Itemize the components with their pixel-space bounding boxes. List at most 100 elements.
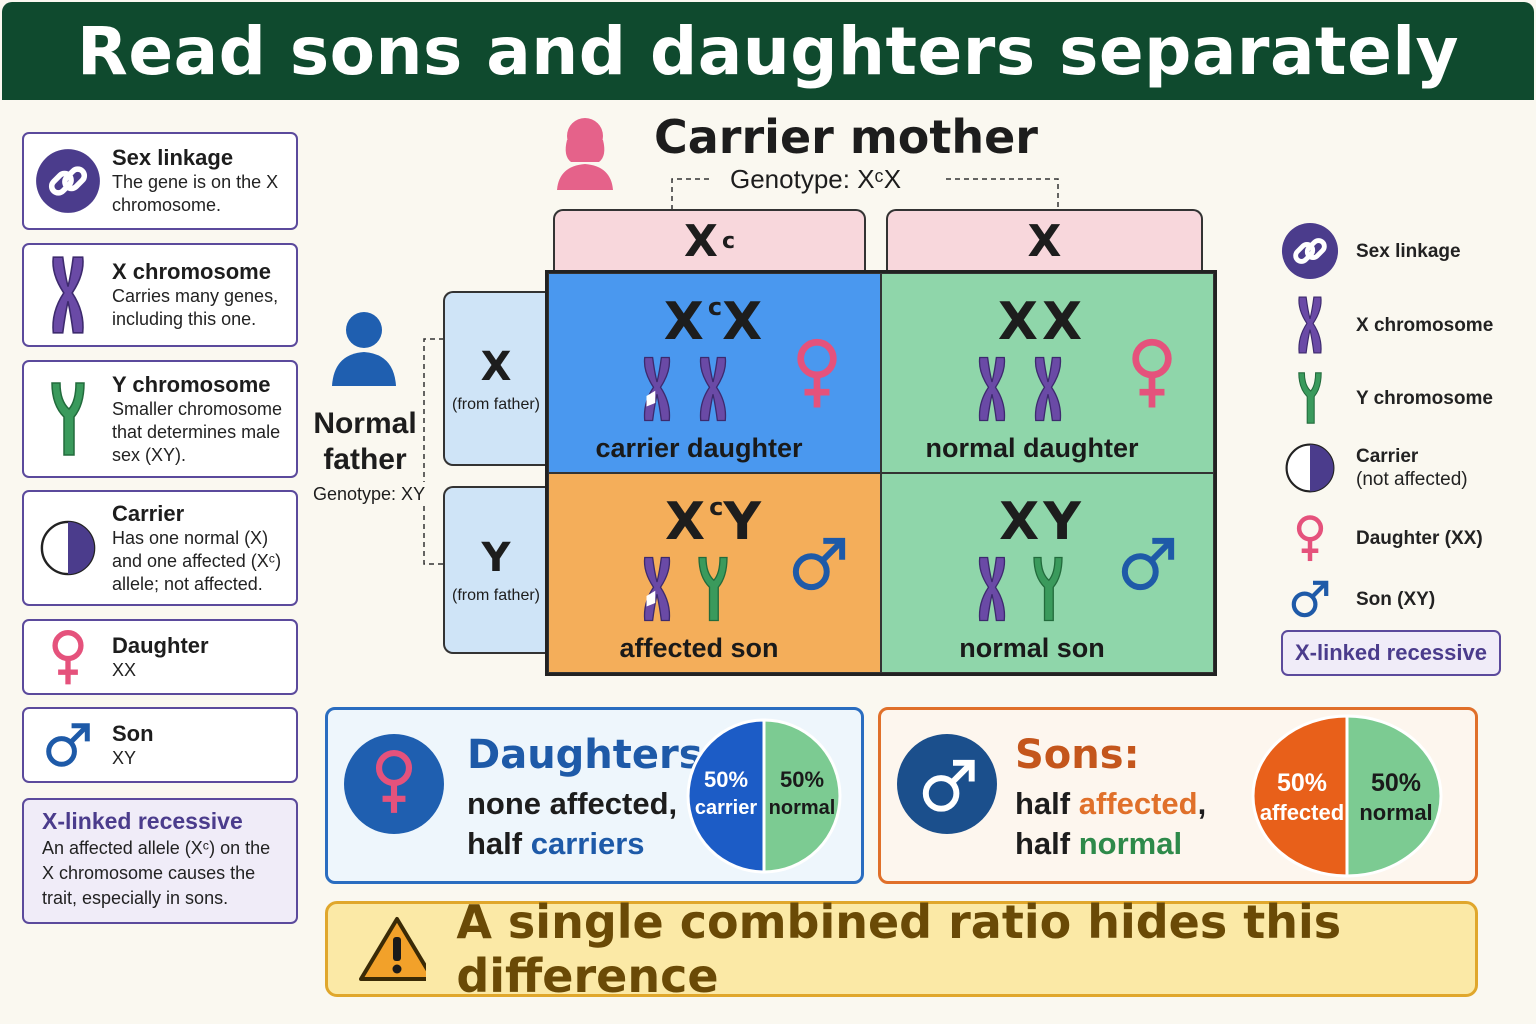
cell-chromosomes <box>637 354 733 429</box>
xlinked-title: X-linked recessive <box>42 808 243 834</box>
cell-genotype: XX <box>997 292 1087 352</box>
male-symbol-icon <box>43 720 93 770</box>
daughters-line1: none affected, <box>467 786 678 821</box>
x-chromosome-icon <box>972 354 1012 424</box>
legend-desc: XX <box>112 659 137 680</box>
x-chromosome-icon <box>1291 294 1329 356</box>
male-symbol-icon <box>1118 534 1178 594</box>
warning-icon <box>359 917 427 981</box>
right-legend-text: Son (XY) <box>1356 588 1436 610</box>
right-legend-item: X chromosome <box>1280 294 1493 356</box>
allele-letter: X <box>684 215 718 267</box>
sons-summary: Sons: half affected, half normal 50%affe… <box>878 707 1478 884</box>
pie-slice-normal <box>762 718 842 874</box>
allele-note: (from father) <box>451 587 540 604</box>
y-chromosome-icon <box>1292 370 1328 426</box>
legend-desc: XY <box>112 747 137 768</box>
daughters-heading: Daughters: <box>467 732 719 778</box>
right-legend-item: Y chromosome <box>1280 370 1493 426</box>
father-allele-y: Y (from father) <box>443 486 547 654</box>
right-legend-item: Carrier (not affected) <box>1280 442 1468 494</box>
cell-label: carrier daughter <box>595 433 803 463</box>
pie-label-normal: 50%normal <box>768 767 836 819</box>
mother-genotype: Genotype: XᶜX <box>730 164 902 194</box>
sons-line2: half normal <box>1015 826 1183 861</box>
right-legend-subtext: (not affected) <box>1356 469 1468 490</box>
daughters-line2: half carriers <box>467 826 645 861</box>
female-symbol-icon <box>793 334 841 412</box>
cell-normal-son: XY normal son <box>881 473 1214 673</box>
allele-note: (from father) <box>451 395 540 413</box>
cell-chromosomes <box>972 354 1068 429</box>
legend-desc: Carries many genes, including this one. <box>112 286 279 329</box>
legend-desc: The gene is on the X chromosome. <box>112 172 279 215</box>
right-legend-item: Daughter (XX) <box>1280 512 1483 564</box>
allele-letter: X <box>480 343 512 390</box>
right-legend-item: Son (XY) <box>1280 578 1435 620</box>
mother-allele-x: X <box>886 209 1203 271</box>
daughters-summary: Daughters: none affected, half carriers … <box>325 707 864 884</box>
cell-label: affected son <box>619 633 779 663</box>
xlinked-desc: An affected allele (Xᶜ) on the X chromos… <box>42 838 271 908</box>
half-circle-icon <box>39 519 97 577</box>
sons-pie <box>1251 714 1443 878</box>
sons-heading: Sons: <box>1015 732 1140 778</box>
legend-title: Y chromosome <box>112 371 271 397</box>
punnett-square: XcX carrier daughter XX normal daughter … <box>545 270 1217 676</box>
y-chromosome-icon <box>1028 554 1068 624</box>
cell-chromosomes <box>972 554 1068 629</box>
cell-genotype: XY <box>999 492 1085 552</box>
warning-text: A single combined ratio hides this diffe… <box>456 895 1342 1003</box>
x-chromosome-icon <box>972 554 1012 624</box>
cell-chromosomes <box>637 554 733 629</box>
father-icon <box>332 312 396 386</box>
daughters-pie <box>686 718 842 874</box>
title-banner: Read sons and daughters separately <box>2 2 1534 100</box>
female-badge-icon <box>344 734 444 834</box>
cell-label: normal daughter <box>925 433 1139 463</box>
father-genotype: Genotype: XY <box>313 484 426 504</box>
x-chromosome-icon <box>1028 354 1068 424</box>
page-title: Read sons and daughters separately <box>77 12 1459 90</box>
father-bracket <box>423 338 444 565</box>
legend-title: Carrier <box>112 500 185 526</box>
father-allele-x: X (from father) <box>443 291 547 466</box>
mother-bracket <box>671 178 1059 210</box>
mother-title: Carrier mother <box>654 110 1038 164</box>
male-symbol-icon <box>789 534 849 594</box>
y-chromosome-icon <box>693 554 733 624</box>
y-chromosome-icon <box>46 379 90 459</box>
allele-letter: Y <box>481 535 511 581</box>
legend-title: Daughter <box>112 632 209 658</box>
right-legend-text: Daughter (XX) <box>1356 527 1483 549</box>
legend-title: X chromosome <box>112 259 271 284</box>
male-badge-icon <box>897 734 997 834</box>
cell-normal-daughter: XX normal daughter <box>881 273 1214 473</box>
cell-carrier-daughter: XcX carrier daughter <box>548 273 881 473</box>
cell-affected-son: XcY affected son <box>548 473 881 673</box>
legend-title: Son <box>112 720 154 746</box>
male-symbol-icon <box>1289 578 1331 620</box>
father-title: Normal father <box>308 406 422 478</box>
right-legend-item: Sex linkage <box>1280 222 1461 280</box>
cell-genotype: XcX <box>663 292 767 352</box>
right-legend-text: X chromosome <box>1356 314 1494 336</box>
female-symbol-icon <box>1128 334 1176 412</box>
pie-label-affected: 50%affected <box>1259 769 1345 825</box>
x-chromosome-icon <box>693 354 733 424</box>
legend-desc: Smaller chromosome that determines male … <box>112 398 283 465</box>
cell-genotype: XcY <box>665 492 765 552</box>
link-icon <box>35 148 101 214</box>
x-chromosome-icon <box>45 253 91 337</box>
x-chromosome-affected-icon <box>637 554 677 624</box>
half-circle-icon <box>1284 442 1336 494</box>
right-legend-text: Y chromosome <box>1356 387 1493 409</box>
legend-card-xlinked-recessive: X-linked recessive An affected allele (X… <box>22 798 298 924</box>
allele-letter: X <box>1027 215 1062 267</box>
